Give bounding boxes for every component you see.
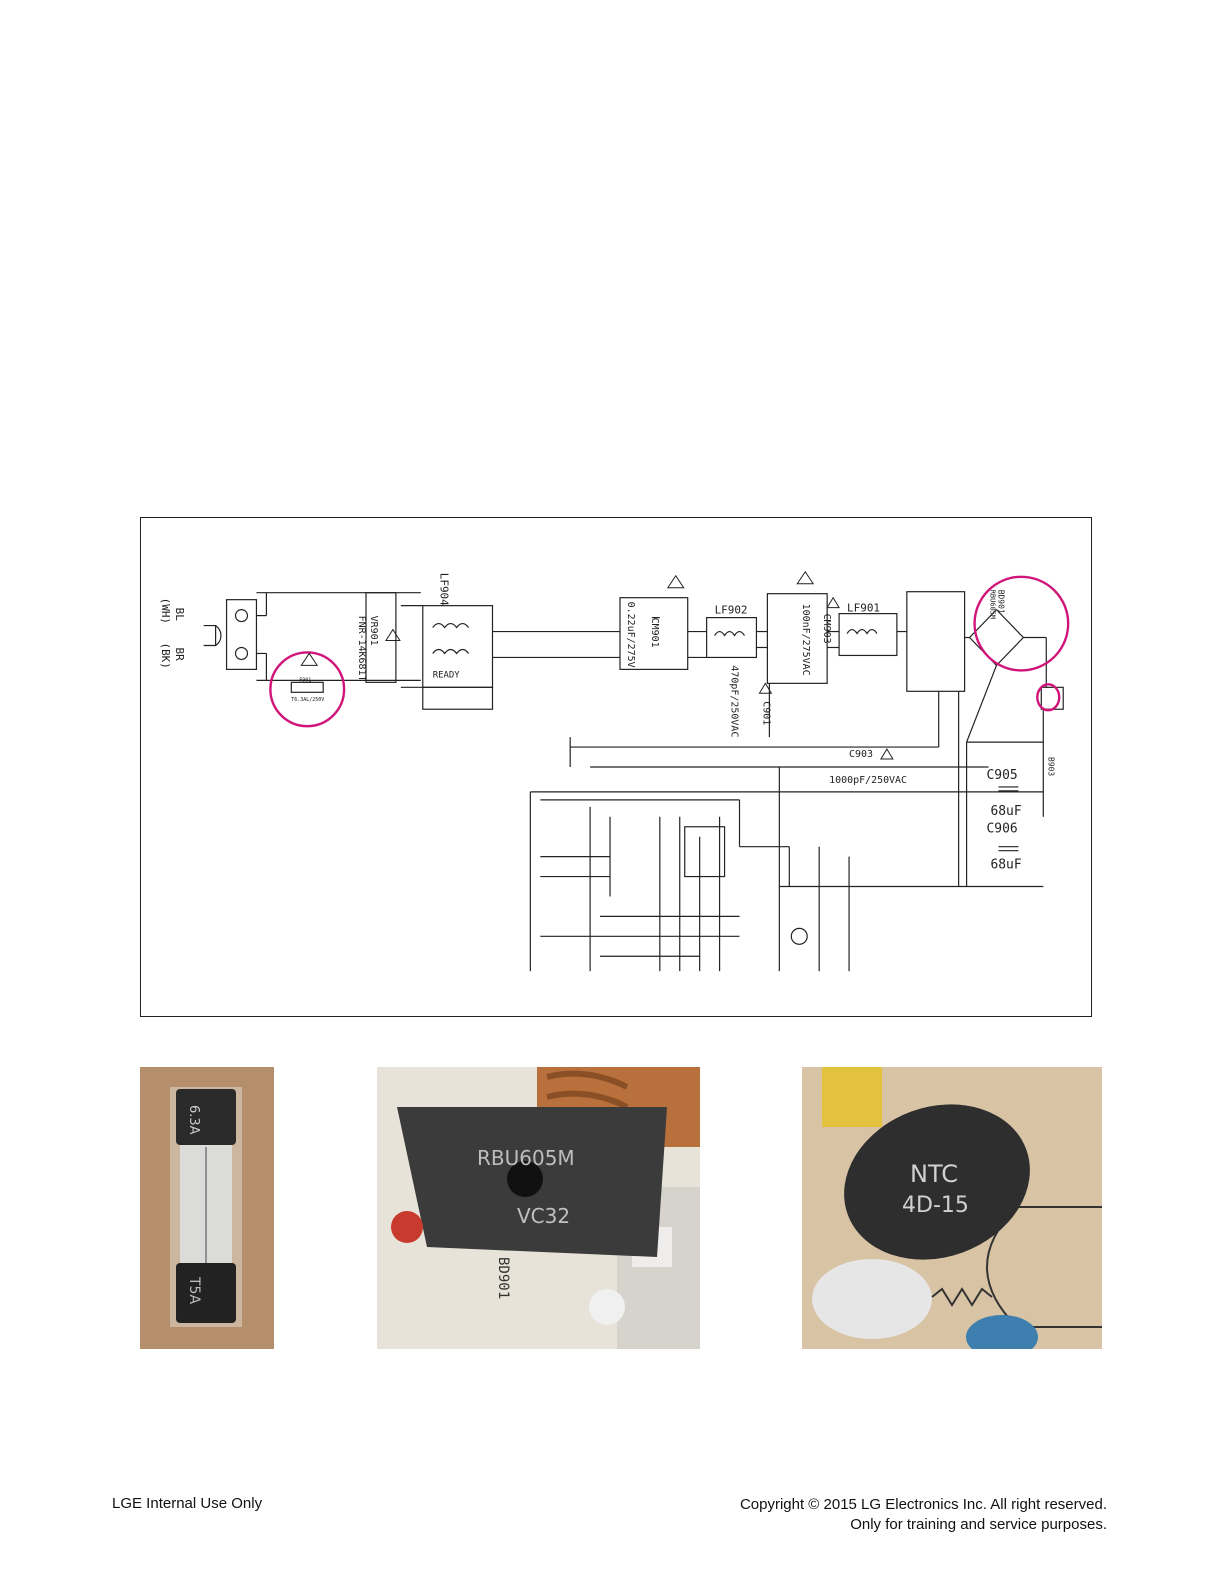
label-c906-value: 68uF [990,858,1021,873]
label-cm901: CM901 [649,618,660,648]
label-c901: C901 [760,701,771,725]
ntc-thermistor-photo: NTC 4D-15 [802,1067,1102,1349]
label-cm903: CM903 [821,614,832,644]
ntc-label-line2: 4D-15 [902,1193,969,1218]
bridge-part-number: RBU605M [477,1146,575,1170]
label-bk: (BK) [159,643,172,669]
label-bd901: BD901 [996,590,1005,614]
label-cm903-value: 100nF/275VAC [800,604,811,676]
footer-copyright-line2: Only for training and service purposes. [850,1516,1107,1533]
fuse-marking-top: 6.3A [186,1105,201,1135]
ac-inlet-block [225,599,258,670]
highlight-bridge [973,575,1070,672]
label-c903: C903 [849,749,873,760]
label-vr901-part: FNR-14K681T [356,616,367,682]
label-c901-value: 470pF/250VAC [729,665,740,737]
highlight-fuse [269,651,346,728]
bridge-board-ref: BD901 [495,1257,511,1299]
label-vr901: VR901 [368,616,379,646]
schematic-svg: LF904 VR901 FNR-14K681T READY CM901 0.22… [159,570,1070,972]
fuse-marking-bottom: T5A [186,1276,202,1304]
bridge-rectifier-photo: RBU605M VC32 BD901 [377,1067,700,1349]
footer-copyright-line1: Copyright © 2015 LG Electronics Inc. All… [739,1496,1107,1513]
label-c906: C906 [987,822,1018,837]
label-c905: C905 [987,768,1018,783]
bridge-code: VC32 [517,1204,570,1228]
label-lf901: LF901 [847,602,880,615]
footer-copyright: Copyright © 2015 LG Electronics Inc. All… [740,1495,1107,1535]
ntc-label-line1: NTC [910,1160,958,1188]
schematic-diagram: LF904 VR901 FNR-14K681T READY CM901 0.22… [140,517,1092,1017]
label-fuse: F901 [299,677,311,683]
label-cm901-value: 0.22uF/275V [625,602,636,668]
label-c903-value: 1000pF/250VAC [829,775,907,786]
label-fuse-value: T6.3AL/250V [291,697,324,703]
label-lf902: LF902 [715,604,748,617]
label-lf904: LF904 [438,573,451,606]
footer-internal-use: LGE Internal Use Only [112,1495,263,1512]
label-ready: READY [433,670,461,680]
label-bd901-part: RBU605M [988,590,996,619]
label-wh: (WH) [159,598,172,624]
label-bl: BL [173,608,186,622]
label-c905-value: 68uF [990,804,1021,819]
highlight-ntc [1036,683,1061,712]
fuse-photo: 6.3A T5A [140,1067,274,1349]
label-br: BR [173,647,186,661]
label-b903: B903 [1046,757,1055,776]
